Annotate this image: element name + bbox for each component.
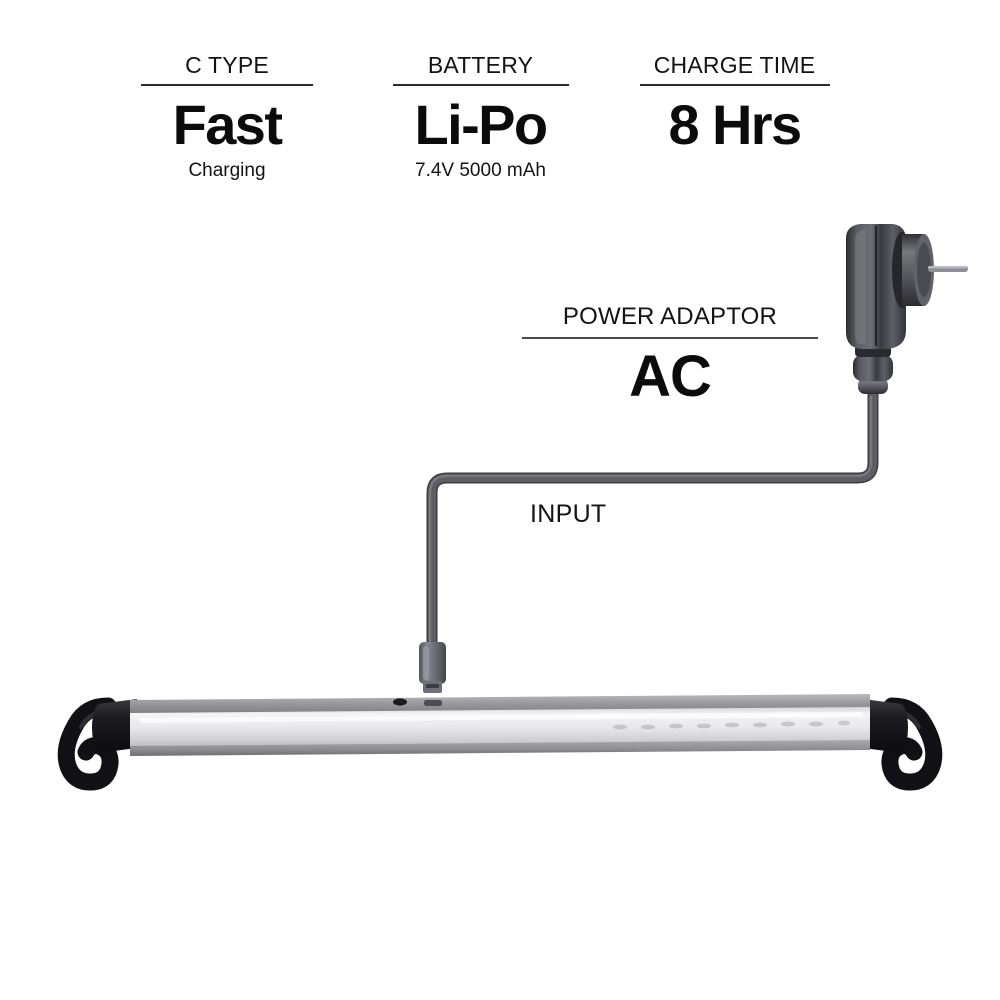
input-label: INPUT xyxy=(530,500,607,528)
adaptor-main-value: AC xyxy=(629,344,712,409)
charging-port[interactable] xyxy=(424,700,442,706)
spec-main-value: Fast xyxy=(172,93,283,156)
bar-specular-highlight xyxy=(140,712,862,723)
spec-column-charge-time: CHARGE TIME 8 Hrs xyxy=(627,52,842,160)
spec-sub-value: Charging xyxy=(188,160,266,181)
adaptor-title: POWER ADAPTOR xyxy=(562,303,778,330)
power-button[interactable] xyxy=(393,698,407,706)
connector-contacts xyxy=(426,684,439,688)
spec-sub-value: 7.4V 5000 mAh xyxy=(415,160,546,181)
barrel-face-inner xyxy=(917,243,931,297)
spec-column-c-type: C TYPE Fast Charging xyxy=(122,52,332,182)
adaptor-pin-highlight xyxy=(928,266,968,269)
spec-title: CHARGE TIME xyxy=(653,52,816,78)
power-cable xyxy=(426,389,879,651)
led-light-bar xyxy=(57,694,943,791)
adaptor-collar xyxy=(853,355,893,381)
usb-connector xyxy=(419,642,446,693)
adaptor-divider xyxy=(522,337,818,339)
ac-power-adaptor xyxy=(846,224,968,394)
connector-highlight xyxy=(423,646,429,680)
spec-divider xyxy=(392,84,569,86)
spec-divider xyxy=(141,84,313,86)
bar-bottom-frame xyxy=(130,740,870,756)
spec-row: C TYPE Fast Charging BATTERY Li-Po 7.4V … xyxy=(0,52,1000,202)
left-end-cap xyxy=(92,699,137,753)
led-dots xyxy=(613,720,850,730)
adaptor-highlight xyxy=(855,230,866,344)
spec-main-value: 8 Hrs xyxy=(668,93,802,156)
spec-column-battery: BATTERY Li-Po 7.4V 5000 mAh xyxy=(373,52,588,182)
spec-main-value: Li-Po xyxy=(414,93,549,156)
spec-title: BATTERY xyxy=(427,52,534,78)
cable-strain-relief xyxy=(858,378,888,394)
right-end-cap xyxy=(863,699,908,753)
spec-divider xyxy=(639,84,830,86)
power-adaptor-caption: POWER ADAPTOR AC xyxy=(512,303,828,409)
spec-title: C TYPE xyxy=(185,52,269,78)
